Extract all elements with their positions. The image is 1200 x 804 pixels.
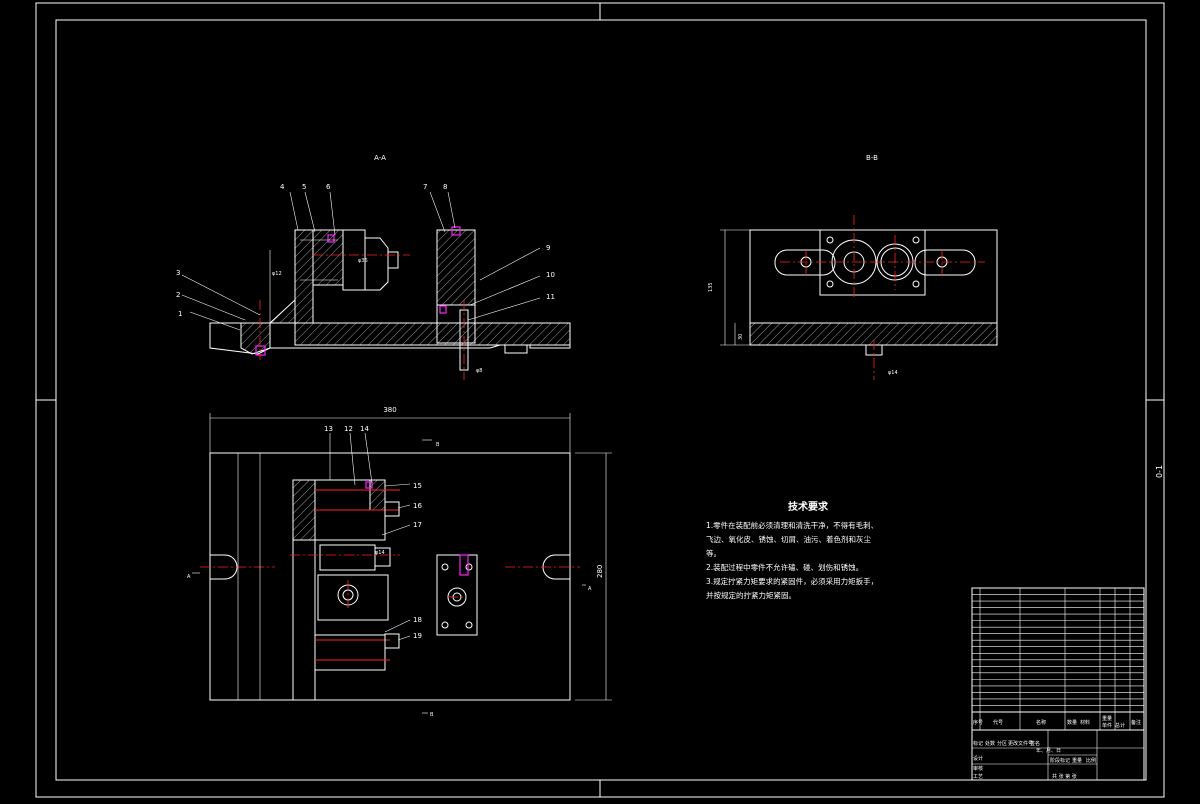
tech-line-5: 3.规定拧紧力矩要求的紧固件，必须采用力矩扳手，: [706, 576, 878, 586]
tb-label-sign: 签名: [1030, 740, 1040, 747]
cut-mark-a-right: A: [588, 586, 592, 592]
part-label-11: 11: [546, 293, 555, 301]
section-view-aa: A-A: [176, 154, 571, 380]
tech-line-3: 等。: [706, 548, 721, 558]
part-label-18: 18: [413, 616, 422, 624]
tech-line-2: 飞边、氧化皮、锈蚀、切屑、油污、着色剂和灰尘: [706, 534, 871, 544]
dim-hole-a: φ8: [476, 368, 482, 374]
dim-width: 380: [383, 406, 396, 414]
dim-hole-b: φ14: [375, 550, 385, 556]
section-view-bb: B-B 135 30 φ14: [708, 154, 998, 380]
tb-sheet: 共 张 第 张: [1052, 773, 1077, 780]
view-title-aa: A-A: [374, 154, 386, 162]
dim-bb-height: 135: [708, 282, 714, 292]
tech-requirements-title: 技术要求: [788, 500, 829, 513]
part-label-17: 17: [413, 521, 422, 529]
bom-header-note: 备注: [1131, 719, 1141, 726]
tech-requirements: 技术要求 1.零件在装配前必须清理和清洗干净，不得有毛刺、 飞边、氧化皮、锈蚀、…: [706, 500, 878, 600]
part-label-15: 15: [413, 482, 422, 490]
title-block: 序号 代号 名称 数量 材料 重量 单件 总计 备注 标记 处数 分区 更改文件…: [971, 587, 1145, 781]
tb-label-count: 处数: [985, 740, 995, 747]
tech-line-1: 1.零件在装配前必须清理和清洗干净，不得有毛刺、: [706, 520, 878, 530]
tb-label-change: 更改文件号: [1008, 740, 1033, 747]
part-label-9: 9: [546, 244, 550, 252]
sheet-frame: [35, 2, 1165, 798]
part-label-14: 14: [360, 425, 369, 433]
tb-ratio: 比例: [1086, 757, 1096, 764]
cut-mark-b-top: B: [436, 442, 440, 448]
part-label-7: 7: [423, 183, 427, 191]
part-label-3: 3: [176, 269, 180, 277]
bom-header-unit: 单件: [1102, 722, 1112, 729]
tb-weight: 重量: [1072, 757, 1082, 764]
part-label-12: 12: [344, 425, 353, 433]
bom-header-name: 名称: [1036, 719, 1046, 726]
tb-role-review: 审核: [973, 765, 983, 772]
bom-header-code: 代号: [993, 719, 1003, 726]
side-label: 0-1: [1155, 465, 1164, 478]
bom-rows: [972, 594, 1144, 706]
tb-label-zone: 分区: [997, 740, 1007, 747]
part-label-10: 10: [546, 271, 555, 279]
part-label-8: 8: [443, 183, 447, 191]
cut-mark-a-left: A: [187, 574, 191, 580]
tb-role-design: 设计: [973, 755, 983, 762]
bom-header-weight: 重量: [1102, 715, 1112, 722]
part-label-4: 4: [280, 183, 285, 191]
part-label-16: 16: [413, 502, 422, 510]
dim-d: φ12: [272, 271, 282, 277]
tb-stage-mark: 阶段标记: [1050, 757, 1070, 764]
tech-line-6: 并按规定的拧紧力矩紧固。: [706, 590, 796, 600]
part-label-1: 1: [178, 310, 182, 318]
part-label-19: 19: [413, 632, 422, 640]
part-label-5: 5: [302, 183, 306, 191]
view-title-bb: B-B: [866, 154, 878, 162]
tb-label-date: 年、月、日: [1036, 747, 1061, 754]
bom-header-index: 序号: [973, 719, 983, 726]
dim-height: 280: [596, 565, 604, 578]
bom-header-material: 材料: [1080, 719, 1090, 726]
bom-header-qty: 数量: [1067, 719, 1077, 726]
dim-hole-bb: φ14: [888, 370, 898, 376]
tb-label-mark: 标记: [973, 740, 983, 747]
dim-c: φ36: [358, 258, 368, 264]
tb-role-process: 工艺: [973, 774, 983, 780]
part-label-6: 6: [326, 183, 331, 191]
cut-mark-b-bottom: B: [430, 712, 434, 718]
tech-line-4: 2.装配过程中零件不允许磕、碰、划伤和锈蚀。: [706, 562, 863, 572]
dim-bb-base: 30: [738, 334, 744, 340]
bom-header-total: 总计: [1115, 722, 1125, 729]
part-label-13: 13: [324, 425, 333, 433]
plan-view: 380 280: [187, 406, 612, 718]
part-label-2: 2: [176, 291, 180, 299]
